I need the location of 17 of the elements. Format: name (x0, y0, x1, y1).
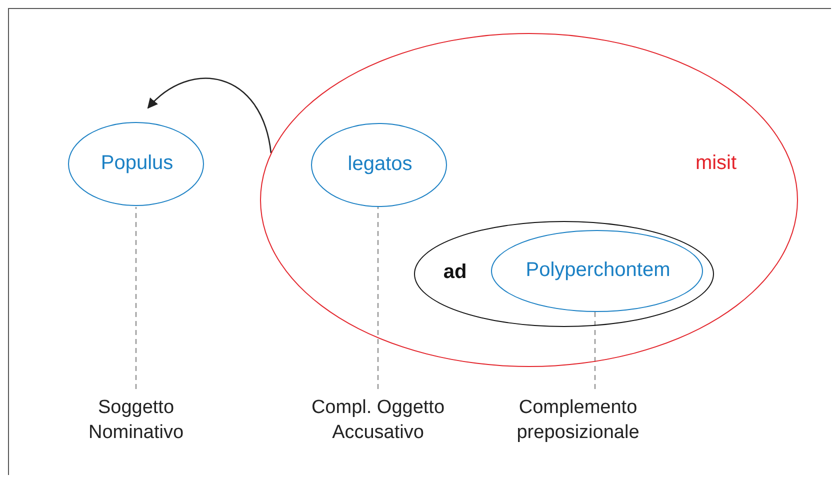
word-ellipse (260, 33, 798, 367)
grammar-label: Complemento preposizionale (493, 395, 663, 447)
leader-line (594, 311, 596, 389)
grammar-label: Soggetto Nominativo (61, 395, 211, 447)
leader-line (135, 207, 137, 389)
word-ellipse (311, 123, 447, 207)
latin-word: ad (442, 261, 468, 284)
latin-word: Polyperchontem (524, 259, 672, 282)
latin-word: legatos (346, 153, 414, 176)
latin-word: Populus (100, 152, 174, 175)
arrow (147, 78, 272, 154)
word-ellipse (68, 122, 204, 206)
word-ellipse (491, 230, 703, 312)
grammar-label: Compl. Oggetto Accusativo (283, 395, 473, 447)
word-ellipse (414, 221, 714, 327)
latin-word: misit (694, 152, 738, 175)
leader-line (377, 207, 379, 389)
